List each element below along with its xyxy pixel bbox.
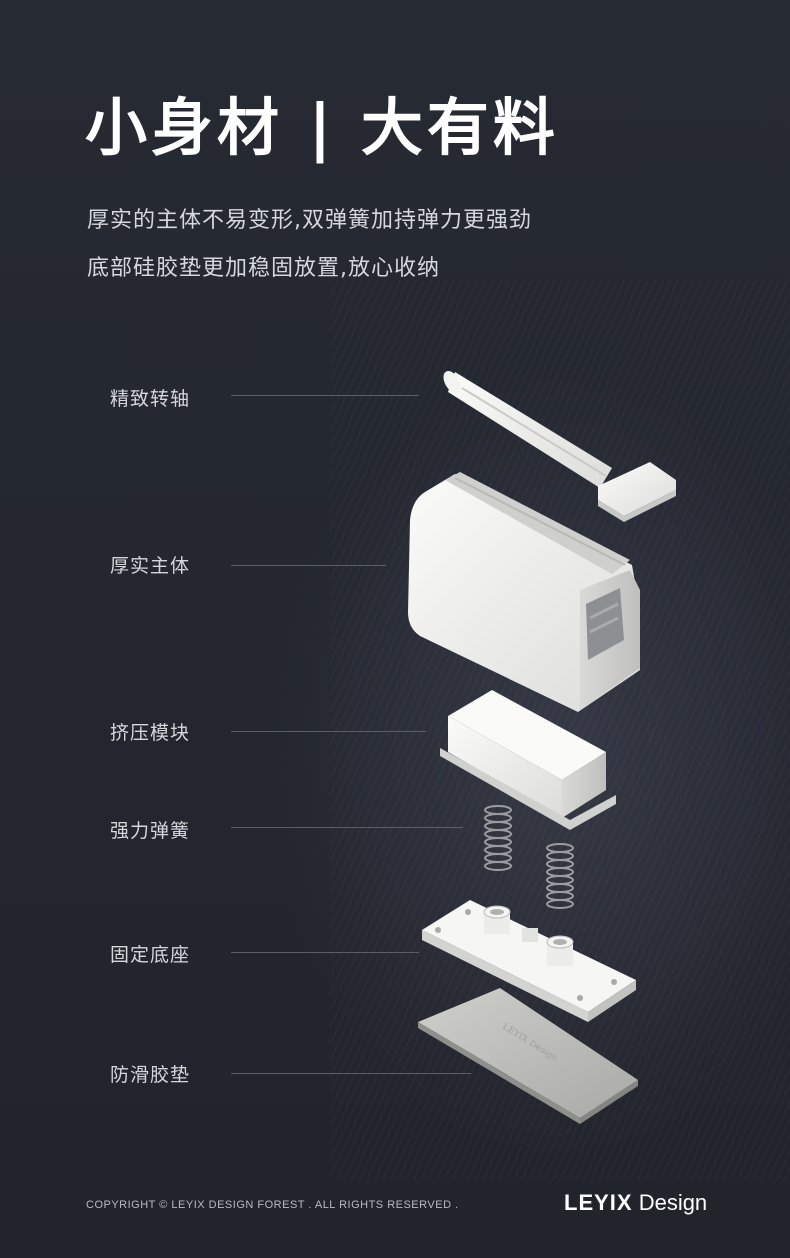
leader-line-main-body bbox=[231, 565, 386, 566]
part-label-base: 固定底座 bbox=[110, 944, 191, 966]
brand-name-regular: Design bbox=[632, 1190, 708, 1215]
rotating-shaft bbox=[443, 371, 676, 522]
subtitle-line-2: 底部硅胶垫更加稳固放置,放心收纳 bbox=[87, 256, 440, 281]
springs bbox=[484, 805, 574, 909]
leader-line-spring bbox=[231, 827, 463, 828]
main-body bbox=[408, 472, 640, 712]
fixed-base bbox=[422, 900, 636, 1022]
part-label-spring: 强力弹簧 bbox=[110, 820, 191, 842]
part-label-rotating-shaft: 精致转轴 bbox=[110, 388, 191, 410]
leader-line-pad bbox=[231, 1073, 471, 1074]
leader-line-rotating-shaft bbox=[231, 395, 419, 396]
leader-line-base bbox=[231, 952, 419, 953]
part-label-squeeze-module: 挤压模块 bbox=[110, 722, 191, 744]
brand-name-bold: LEYIX bbox=[564, 1190, 633, 1215]
part-label-pad: 防滑胶垫 bbox=[110, 1064, 191, 1086]
squeeze-module bbox=[440, 690, 616, 830]
footer-copyright: COPYRIGHT © LEYIX DESIGN FOREST . ALL RI… bbox=[86, 1199, 459, 1211]
leader-line-squeeze-module bbox=[231, 731, 426, 732]
headline: 小身材 | 大有料 bbox=[85, 91, 559, 164]
subtitle-line-1: 厚实的主体不易变形,双弹簧加持弹力更强劲 bbox=[87, 208, 532, 233]
part-label-main-body: 厚实主体 bbox=[110, 555, 191, 577]
footer-brand-logo: LEYIX Design bbox=[564, 1190, 707, 1216]
anti-slip-pad bbox=[418, 988, 638, 1124]
